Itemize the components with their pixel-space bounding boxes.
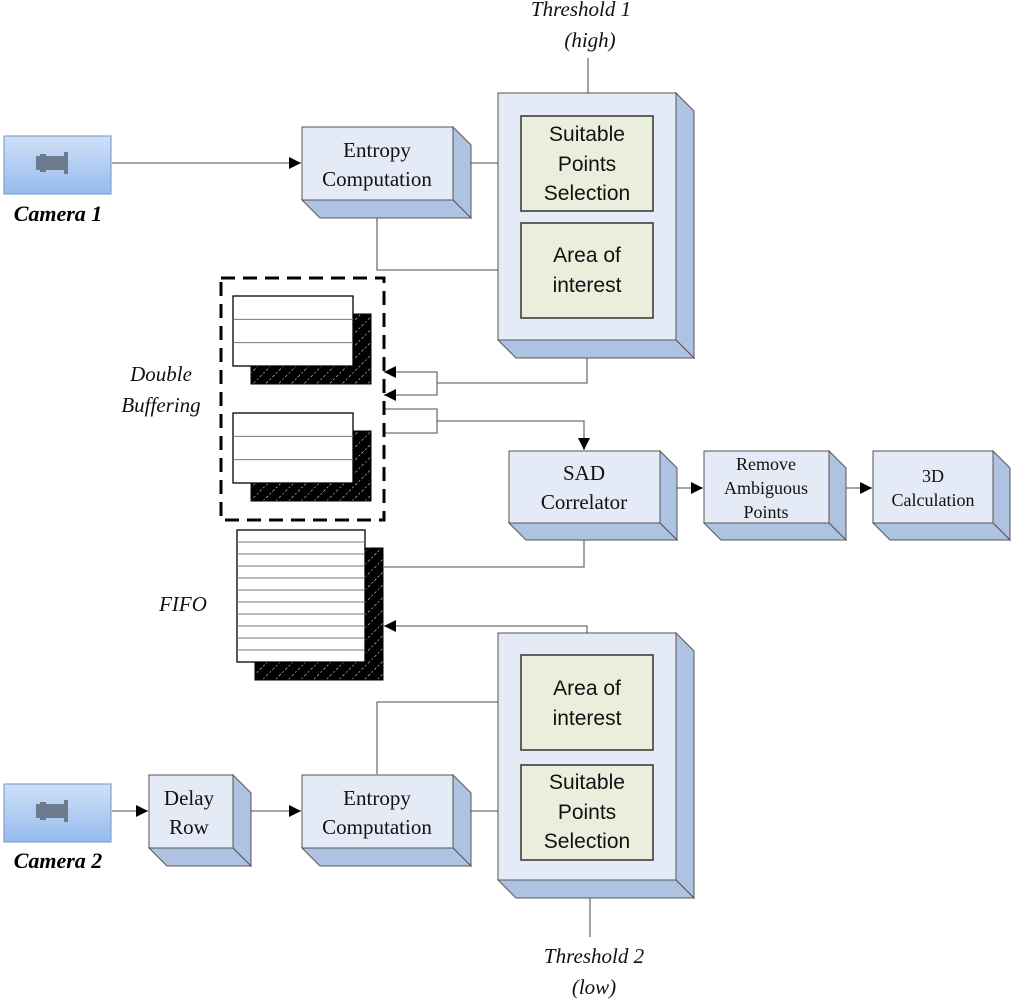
wire-buffer-in-2 — [384, 383, 438, 401]
suitable-top-line2: Points — [558, 153, 616, 176]
suitable-points-selection-bottom — [520, 764, 654, 861]
area-top-line1: Area of — [553, 244, 621, 267]
wire-buffer-out-1 — [384, 408, 438, 421]
threshold-labels: Threshold 1 (high) Threshold 2 (low) — [531, 0, 645, 999]
suitable-bottom-line2: Points — [558, 801, 616, 824]
video-camera-icon — [36, 152, 68, 174]
delay-row-block — [147, 773, 253, 868]
entropy2-label-line1: Entropy — [343, 786, 411, 810]
fifo-frame — [236, 529, 366, 663]
area-bottom-line1: Area of — [553, 677, 621, 700]
buffer-frame — [232, 295, 354, 367]
camera-1: Camera 1 — [3, 135, 112, 226]
sad-label-line1: SAD — [563, 461, 605, 485]
bottom-group-inner: Area of interest Suitable Points Selecti… — [520, 654, 654, 861]
double-buffer-boundary — [219, 276, 386, 522]
area-of-interest-top — [520, 222, 654, 319]
entropy2-label-line2: Computation — [322, 815, 432, 839]
fifo: FIFO — [158, 529, 384, 681]
camera-2-label: Camera 2 — [14, 848, 103, 873]
sad-label-line2: Correlator — [541, 490, 627, 514]
calc3d-label-line1: 3D — [922, 466, 944, 486]
double-buffering-line1: Double — [129, 362, 192, 386]
delay-label-line2: Row — [169, 815, 210, 839]
remove-ambiguous-points-block — [702, 449, 848, 542]
area-top-line2: interest — [553, 274, 622, 297]
camera-2: Camera 2 — [3, 783, 112, 873]
wire-buffer-in-1 — [384, 366, 438, 383]
sad-correlator-block — [507, 449, 679, 542]
suitable-top-line3: Selection — [544, 182, 630, 205]
suitable-bottom-line3: Selection — [544, 830, 630, 853]
buffer-frame — [232, 412, 354, 484]
video-camera-icon — [36, 800, 68, 822]
entropy-computation-1 — [300, 125, 473, 220]
threshold2-line1: Threshold 2 — [544, 944, 645, 968]
entropy1-label-line1: Entropy — [343, 138, 411, 162]
threshold1-line2: (high) — [564, 28, 615, 52]
camera-1-label: Camera 1 — [14, 201, 103, 226]
suitable-bottom-line1: Suitable — [549, 771, 625, 794]
top-group-inner: Suitable Points Selection Area of intere… — [520, 115, 654, 319]
wire-entropy1-area — [376, 200, 520, 276]
wire-buffers-to-sad — [437, 420, 590, 450]
suitable-top-line1: Suitable — [549, 123, 625, 146]
fifo-label: FIFO — [158, 592, 207, 616]
suitable-points-selection-top — [520, 115, 654, 212]
calc3d-label-line2: Calculation — [892, 490, 975, 510]
remove-label-line1: Remove — [736, 454, 796, 474]
remove-label-line3: Points — [743, 502, 788, 522]
threshold2-line2: (low) — [572, 975, 616, 999]
buffer-2 — [232, 412, 372, 502]
delay-label-line1: Delay — [164, 786, 215, 810]
wire-entropy2-area — [376, 696, 520, 774]
area-bottom-line2: interest — [553, 707, 622, 730]
wire-buffer-out-2 — [384, 421, 438, 434]
threshold1-line1: Threshold 1 — [531, 0, 631, 21]
area-of-interest-bottom — [520, 654, 654, 751]
entropy-computation-2 — [300, 773, 473, 868]
remove-label-line2: Ambiguous — [724, 478, 808, 498]
double-buffering: Double Buffering — [121, 276, 386, 522]
double-buffering-line2: Buffering — [121, 393, 200, 417]
entropy1-label-line2: Computation — [322, 167, 432, 191]
calculation-3d-block — [871, 449, 1011, 542]
buffer-1 — [232, 295, 372, 385]
block-labels: Entropy Computation Entropy Computation … — [164, 138, 975, 839]
